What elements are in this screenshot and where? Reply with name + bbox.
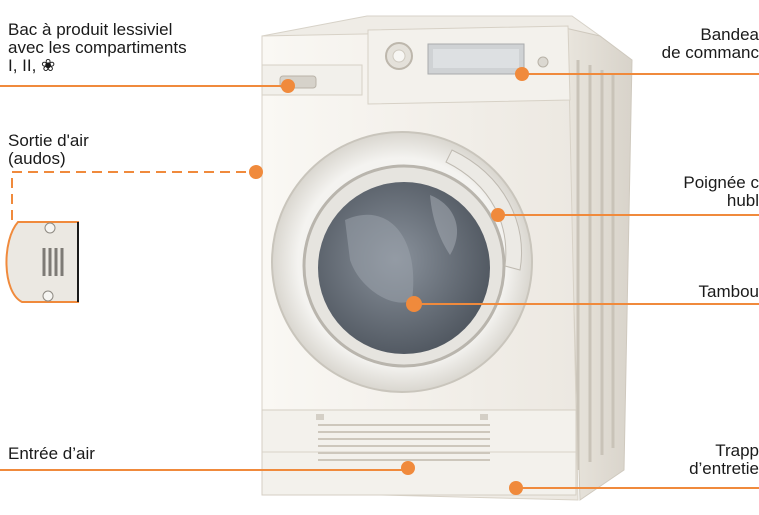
power-button [537,56,549,68]
marker-poignee [491,208,505,222]
marker-tambour [406,296,422,312]
label-drum: Tambou [698,282,759,301]
grille-clip-left [316,414,324,420]
label-door-handle: Poignée c hubl [683,173,759,210]
label-detergent-drawer: Bac à produit lessiviel avec les compart… [8,20,187,75]
program-knob-center [392,49,406,63]
side-vent-ribs [576,60,615,470]
inset-vent-slots [42,248,64,276]
inset-screw-bottom [42,290,54,302]
inset-screw-top [44,222,56,234]
label-air-outlet: Sortie d'air (audos) [8,131,89,168]
label-air-inlet: Entrée d’air [8,444,95,463]
air-inlet-grille [318,424,490,461]
leader-lines [0,73,759,489]
marker-sortie-air [249,165,263,179]
display-inner [433,49,519,68]
washing-machine [261,15,633,501]
leader-sortie-air [11,171,256,220]
label-maintenance-flap: Trapp d’entretie [689,441,759,478]
air-outlet-inset [5,221,79,303]
label-control-panel: Bandea de commanc [661,25,759,62]
drum-reflection [345,214,414,303]
marker-entree-air [401,461,415,475]
marker-trappe [509,481,523,495]
marker-bandeau [515,67,529,81]
door-handle [445,149,522,271]
marker-bac [281,79,295,93]
grille-clip-right [480,414,488,420]
inset-outline [5,221,79,303]
leader-markers [249,67,529,495]
drum-reflection-right [430,195,458,255]
